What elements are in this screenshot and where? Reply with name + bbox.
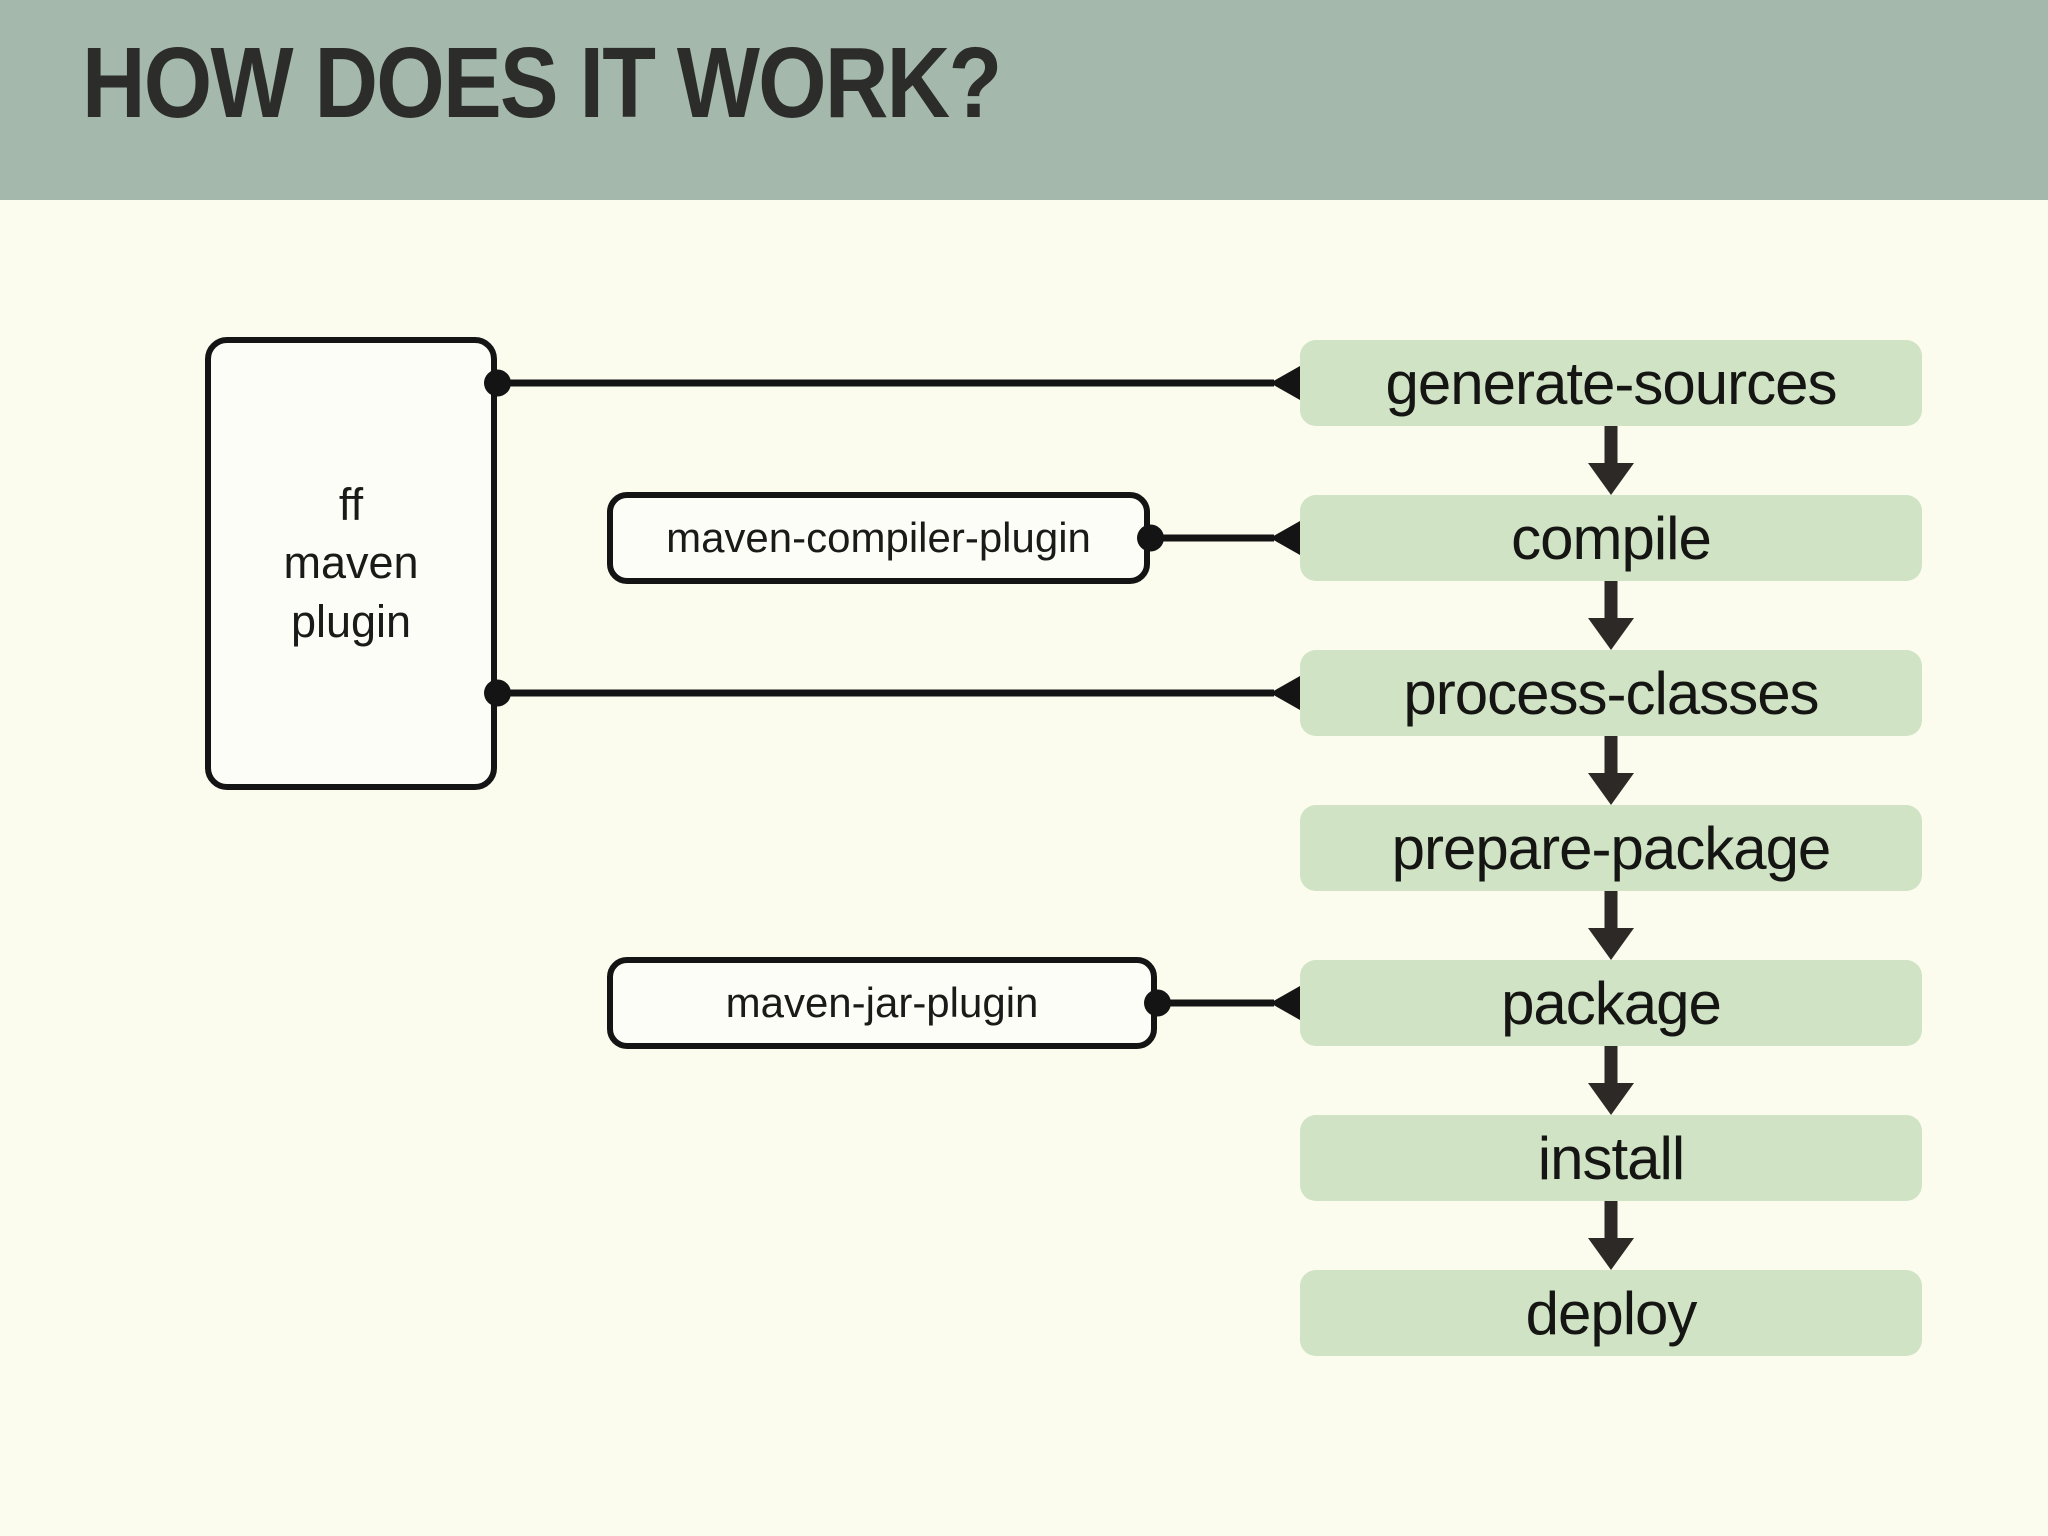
down-arrow-icon [1588, 1046, 1634, 1115]
plugin-box-ff-maven-plugin: ff maven plugin [205, 337, 497, 790]
down-arrow-head [1588, 1083, 1634, 1115]
phase-process-classes: process-classes [1300, 650, 1922, 736]
phase-package: package [1300, 960, 1922, 1046]
down-arrow-head [1588, 773, 1634, 805]
down-arrow-icon [1588, 426, 1634, 495]
connector-jar-to-package [1144, 986, 1300, 1020]
phase-install: install [1300, 1115, 1922, 1201]
connector-compiler-to-compile [1137, 521, 1300, 555]
down-arrow-icon [1588, 736, 1634, 805]
ff-plugin-label-line1: ff [338, 478, 364, 530]
down-arrow-head [1588, 928, 1634, 960]
plugin-box-maven-compiler-plugin: maven-compiler-plugin [607, 492, 1150, 584]
connector-line [1157, 999, 1274, 1007]
down-arrow-stem [1604, 891, 1618, 928]
arrowhead-icon [1270, 521, 1300, 555]
arrowhead-icon [1270, 366, 1300, 400]
down-arrow-head [1588, 618, 1634, 650]
phase-prepare-package: prepare-package [1300, 805, 1922, 891]
plugin-box-maven-jar-plugin: maven-jar-plugin [607, 957, 1157, 1049]
down-arrow-stem [1604, 581, 1618, 618]
down-arrow-icon [1588, 1201, 1634, 1270]
arrowhead-icon [1270, 986, 1300, 1020]
phase-compile: compile [1300, 495, 1922, 581]
down-arrow-icon [1588, 891, 1634, 960]
connector-line [1150, 534, 1274, 542]
header-band: HOW DOES IT WORK? [0, 0, 2048, 200]
phase-generate-sources: generate-sources [1300, 340, 1922, 426]
connector-ff-to-process-classes [484, 676, 1300, 710]
down-arrow-icon [1588, 581, 1634, 650]
arrowhead-icon [1270, 676, 1300, 710]
phase-deploy: deploy [1300, 1270, 1922, 1356]
connector-line [497, 689, 1274, 697]
down-arrow-head [1588, 463, 1634, 495]
down-arrow-head [1588, 1238, 1634, 1270]
down-arrow-stem [1604, 1046, 1618, 1083]
page-title: HOW DOES IT WORK? [82, 27, 1002, 139]
down-arrow-stem [1604, 1201, 1618, 1238]
ff-plugin-label-line3: plugin [290, 595, 412, 647]
down-arrow-stem [1604, 426, 1618, 463]
connector-line [497, 379, 1274, 387]
connector-ff-to-generate-sources [484, 366, 1300, 400]
ff-plugin-label-line2: maven [283, 537, 419, 589]
down-arrow-stem [1604, 736, 1618, 773]
